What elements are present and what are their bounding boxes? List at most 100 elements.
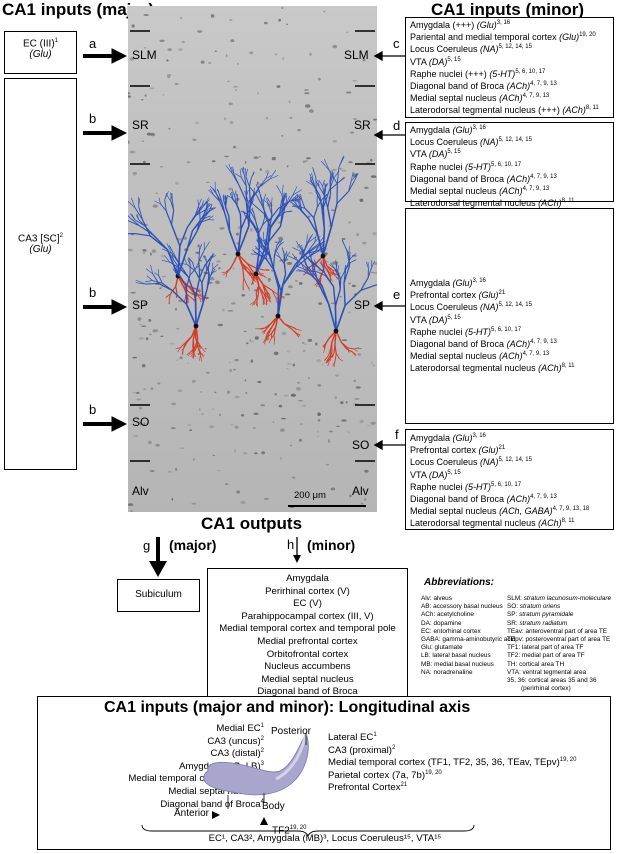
dendrite-segment [154, 200, 161, 205]
dendrite-segment [314, 281, 318, 286]
dendrite-segment [210, 255, 216, 259]
dendrite-segment [175, 347, 181, 350]
dendrite-segment [263, 339, 267, 345]
tissue-cell [364, 186, 369, 189]
tissue-cell [133, 435, 139, 437]
dendrite-segment [229, 192, 233, 199]
tissue-cell [233, 85, 239, 88]
tissue-cell [162, 94, 165, 96]
tissue-cell [148, 440, 152, 445]
tissue-cell [199, 408, 201, 411]
minor-input-transmitter: (5-HT) [465, 326, 492, 337]
dendrite-segment [286, 250, 288, 256]
dendrite-segment [149, 235, 168, 251]
tissue-cell [249, 51, 254, 55]
dendrite-segment [340, 271, 345, 280]
tissue-cell [259, 156, 261, 158]
minor-input-line: Medial septal nucleus (ACh)4, 7, 9, 13 [410, 92, 613, 104]
tissue-cell [143, 47, 147, 49]
minor-input-transmitter: (NA) [480, 44, 499, 55]
abbreviation-key: TF2: [507, 652, 522, 660]
tissue-cell [332, 44, 338, 49]
minor-input-refs: 5, 15 [447, 56, 461, 63]
layer-label-alv-left: Alv [132, 484, 149, 498]
layer-label-sr-left: SR [132, 118, 149, 132]
minor-output-item: Parahippocampal cortex (III, V) [241, 610, 374, 622]
dendrite-segment [335, 275, 339, 280]
dendrite-segment [292, 189, 303, 196]
dendrite-segment [243, 175, 247, 187]
dendrite-segment [278, 238, 283, 247]
dendrite-segment [336, 191, 350, 204]
tissue-cell [318, 77, 321, 81]
tissue-cell [167, 48, 173, 52]
dendrite-segment [324, 343, 327, 349]
tissue-cell [159, 39, 165, 42]
dendrite-segment [264, 269, 270, 271]
dendrite-segment [195, 205, 200, 215]
dendrite-segment [297, 266, 304, 270]
minor-input-line: Diagonal band of Broca (ACh)4, 7, 9, 13 [410, 80, 613, 92]
tissue-cell [222, 253, 227, 256]
dendrite-segment [223, 200, 227, 208]
minor-input-line: Medial septal nucleus (ACh)4, 7, 9, 13 [410, 185, 613, 197]
tissue-cell [370, 361, 373, 365]
arrow-label-c: c [393, 36, 400, 51]
longitudinal-item-name: Medial septal nucleus [168, 785, 261, 797]
dendrite-segment [212, 268, 216, 274]
dendrite-segment [247, 194, 254, 204]
tissue-cell [136, 398, 142, 401]
tissue-cell [273, 351, 279, 356]
longitudinal-item-name: Parietal cortex (7a, 7b) [328, 769, 426, 781]
dendrite-segment [314, 235, 321, 243]
dendrite-segment [292, 186, 298, 196]
tissue-cell [244, 379, 247, 382]
dendrite-segment [273, 270, 282, 292]
tissue-cell [228, 187, 233, 191]
minor-output-item: EC (V) [293, 598, 322, 610]
dendrite-segment [263, 338, 266, 343]
dendrite-segment [135, 215, 139, 220]
dendrite-segment [247, 205, 252, 213]
dendrite-segment [246, 217, 254, 224]
dendrite-segment [208, 206, 212, 213]
longitudinal-item-name: Diagonal band of Broca [160, 798, 261, 810]
dendrite-segment [185, 303, 197, 327]
dendrite-segment [252, 300, 256, 306]
tissue-cell [295, 280, 298, 282]
bottom-brace [141, 824, 475, 837]
tissue-cell [256, 181, 259, 185]
dendrite-segment [344, 265, 347, 272]
dendrite-segment [250, 211, 257, 222]
tissue-cell [141, 325, 147, 328]
layer-label-sp-right: SP [354, 298, 371, 312]
minor-input-source: Prefrontal cortex [410, 445, 479, 456]
dendrite-segment [234, 190, 237, 196]
dendrite-segment [322, 190, 330, 208]
dendrite-segment [234, 173, 242, 178]
tissue-cell [230, 39, 235, 43]
tissue-cell [224, 155, 229, 158]
tissue-cell [166, 59, 169, 62]
abbreviation-entry: VTA: ventral tegmental area [507, 669, 611, 677]
minor-output-item: Medial temporal cortex and temporal pole [219, 623, 396, 635]
tissue-cell [132, 356, 138, 359]
tissue-cell [159, 287, 162, 290]
dendrite-segment [194, 270, 203, 283]
dendrite-segment [259, 194, 264, 207]
dendrite-segment [161, 248, 172, 254]
tissue-cell [276, 85, 281, 88]
dendrite-segment [350, 259, 357, 263]
dendrite-segment [295, 204, 302, 211]
dendrite-segment [325, 359, 330, 364]
dendrite-segment [324, 265, 330, 273]
dendrite-segment [343, 269, 347, 284]
tissue-cell [142, 249, 147, 252]
dendrite-segment [271, 289, 280, 296]
tissue-cell [187, 424, 192, 426]
minor-input-source: Medial septal nucleus [410, 186, 500, 197]
dendrite-segment [256, 300, 258, 306]
dendrite-segment [190, 350, 195, 355]
dendrite-segment [172, 290, 187, 305]
dendrite-segment [273, 253, 280, 258]
